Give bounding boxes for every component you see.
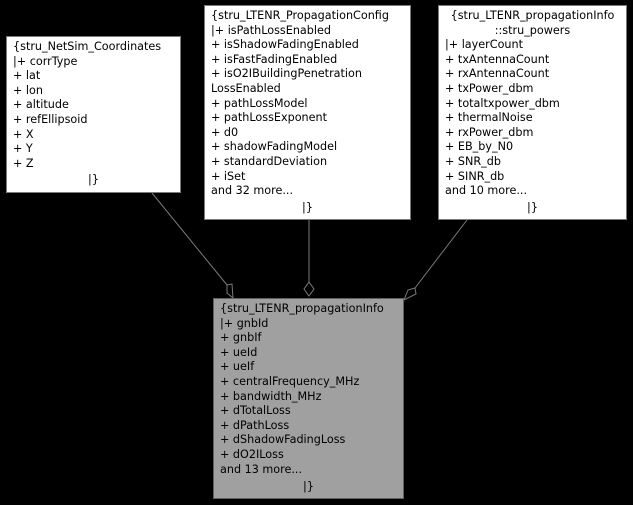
node-title: {stru_LTENR_propagationInfo [220, 302, 384, 315]
aggregation-diamond-coordinates [226, 283, 234, 300]
node-close: |} [302, 201, 313, 214]
field: + Y [13, 142, 33, 156]
field: + shadowFadingModel [211, 140, 338, 154]
field: |+ layerCount [445, 38, 523, 52]
field: + dTotalLoss [220, 404, 291, 418]
field: + X [13, 127, 34, 141]
node-title: {stru_LTENR_propagationInfo [450, 9, 615, 22]
field: + rxPower_dbm [445, 125, 534, 139]
field: + iSet [211, 169, 246, 183]
field: + dO2ILoss [220, 447, 284, 461]
field: + altitude [13, 98, 69, 112]
more-fields: and 32 more... [211, 184, 294, 198]
field: |+ gnbId [220, 316, 269, 330]
node-close: |} [88, 173, 99, 186]
field: + thermalNoise [445, 111, 533, 125]
field: + isFastFadingEnabled [211, 52, 338, 66]
field: + ueId [220, 345, 258, 359]
field: + isShadowFadingEnabled [211, 38, 359, 52]
node-title: {stru_NetSim_Coordinates [13, 40, 162, 53]
edge-coordinates-to-propagation-info [151, 192, 228, 286]
aggregation-diamond-powers [403, 287, 417, 302]
field: + d0 [211, 125, 239, 139]
aggregation-diamond-propagation-config [303, 281, 315, 297]
node-title-scope: ::stru_powers [494, 23, 571, 37]
field: + EB_by_N0 [445, 140, 514, 154]
field: + totaltxpower_dbm [445, 96, 560, 110]
field: + SINR_db [445, 169, 505, 183]
node-close: |} [527, 201, 538, 214]
field: |+ corrType [13, 54, 78, 68]
class-node-coordinates[interactable]: {stru_NetSim_Coordinates |+ corrType + l… [6, 36, 181, 193]
field: + SNR_db [445, 154, 501, 168]
class-node-propagation-info[interactable]: {stru_LTENR_propagationInfo |+ gnbId + g… [213, 298, 404, 499]
class-node-powers[interactable]: {stru_LTENR_propagationInfo ::stru_power… [438, 5, 627, 220]
field: + centralFrequency_MHz [220, 374, 360, 388]
field: + txAntennaCount [445, 52, 550, 66]
field: + lon [13, 83, 43, 97]
field: + dPathLoss [220, 418, 290, 432]
field: + ueIf [220, 360, 255, 374]
field: + txPower_dbm [445, 81, 534, 95]
field: + pathLossExponent [211, 111, 327, 125]
field: + dShadowFadingLoss [220, 433, 346, 447]
field: |+ isPathLossEnabled [211, 23, 331, 37]
node-title: {stru_LTENR_PropagationConfig [211, 9, 389, 22]
field: + bandwidth_MHz [220, 389, 322, 403]
field: LossEnabled [211, 81, 281, 95]
field: + rxAntennaCount [445, 67, 550, 81]
field: + gnbIf [220, 331, 262, 345]
more-fields: and 10 more... [445, 184, 528, 198]
class-node-propagation-config[interactable]: {stru_LTENR_PropagationConfig |+ isPathL… [204, 5, 411, 220]
field: + lat [13, 69, 41, 83]
field: + pathLossModel [211, 96, 308, 110]
more-fields: and 13 more... [220, 462, 303, 476]
node-close: |} [303, 480, 314, 493]
field: + standardDeviation [211, 154, 328, 168]
field: + Z [13, 156, 34, 170]
field: + refEllipsoid [13, 112, 88, 126]
edge-powers-to-propagation-info [414, 219, 468, 289]
field: + isO2IBuildingPenetration [211, 67, 362, 81]
